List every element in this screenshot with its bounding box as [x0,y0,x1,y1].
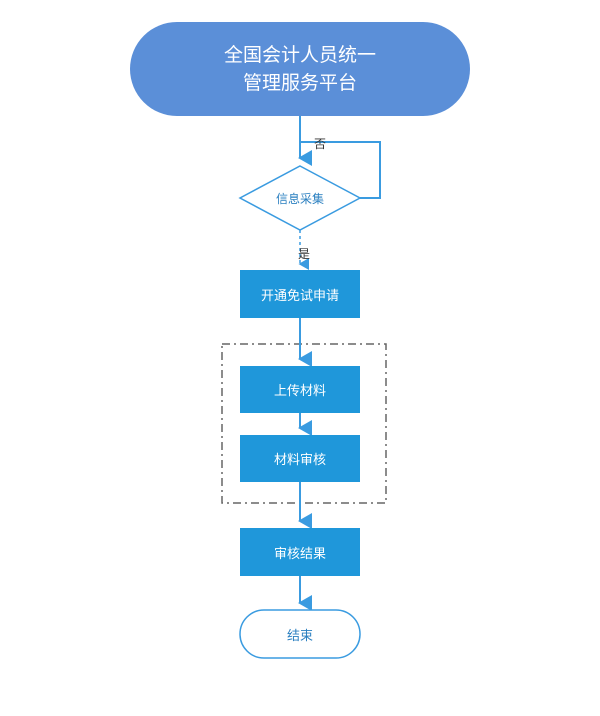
start-terminal-label: 全国会计人员统一 管理服务平台 [223,44,376,94]
apply-label: 开通免试申请 [260,288,339,304]
result-box [240,528,360,576]
upload-box [240,366,360,413]
edge-label-no: 否 [313,136,326,151]
end-label: 结束 [286,628,313,644]
decision-label: 信息采集 [275,191,324,206]
apply-box [240,270,360,318]
start-terminal-shape [130,22,470,116]
review-label: 材料审核 [273,453,326,468]
result-label: 审核结果 [273,546,326,562]
review-box [240,435,360,482]
upload-label: 上传材料 [273,384,326,399]
edge-label-yes: 是 [297,246,310,261]
loop-no-arrow [300,141,381,199]
end-terminal-shape [239,609,361,659]
